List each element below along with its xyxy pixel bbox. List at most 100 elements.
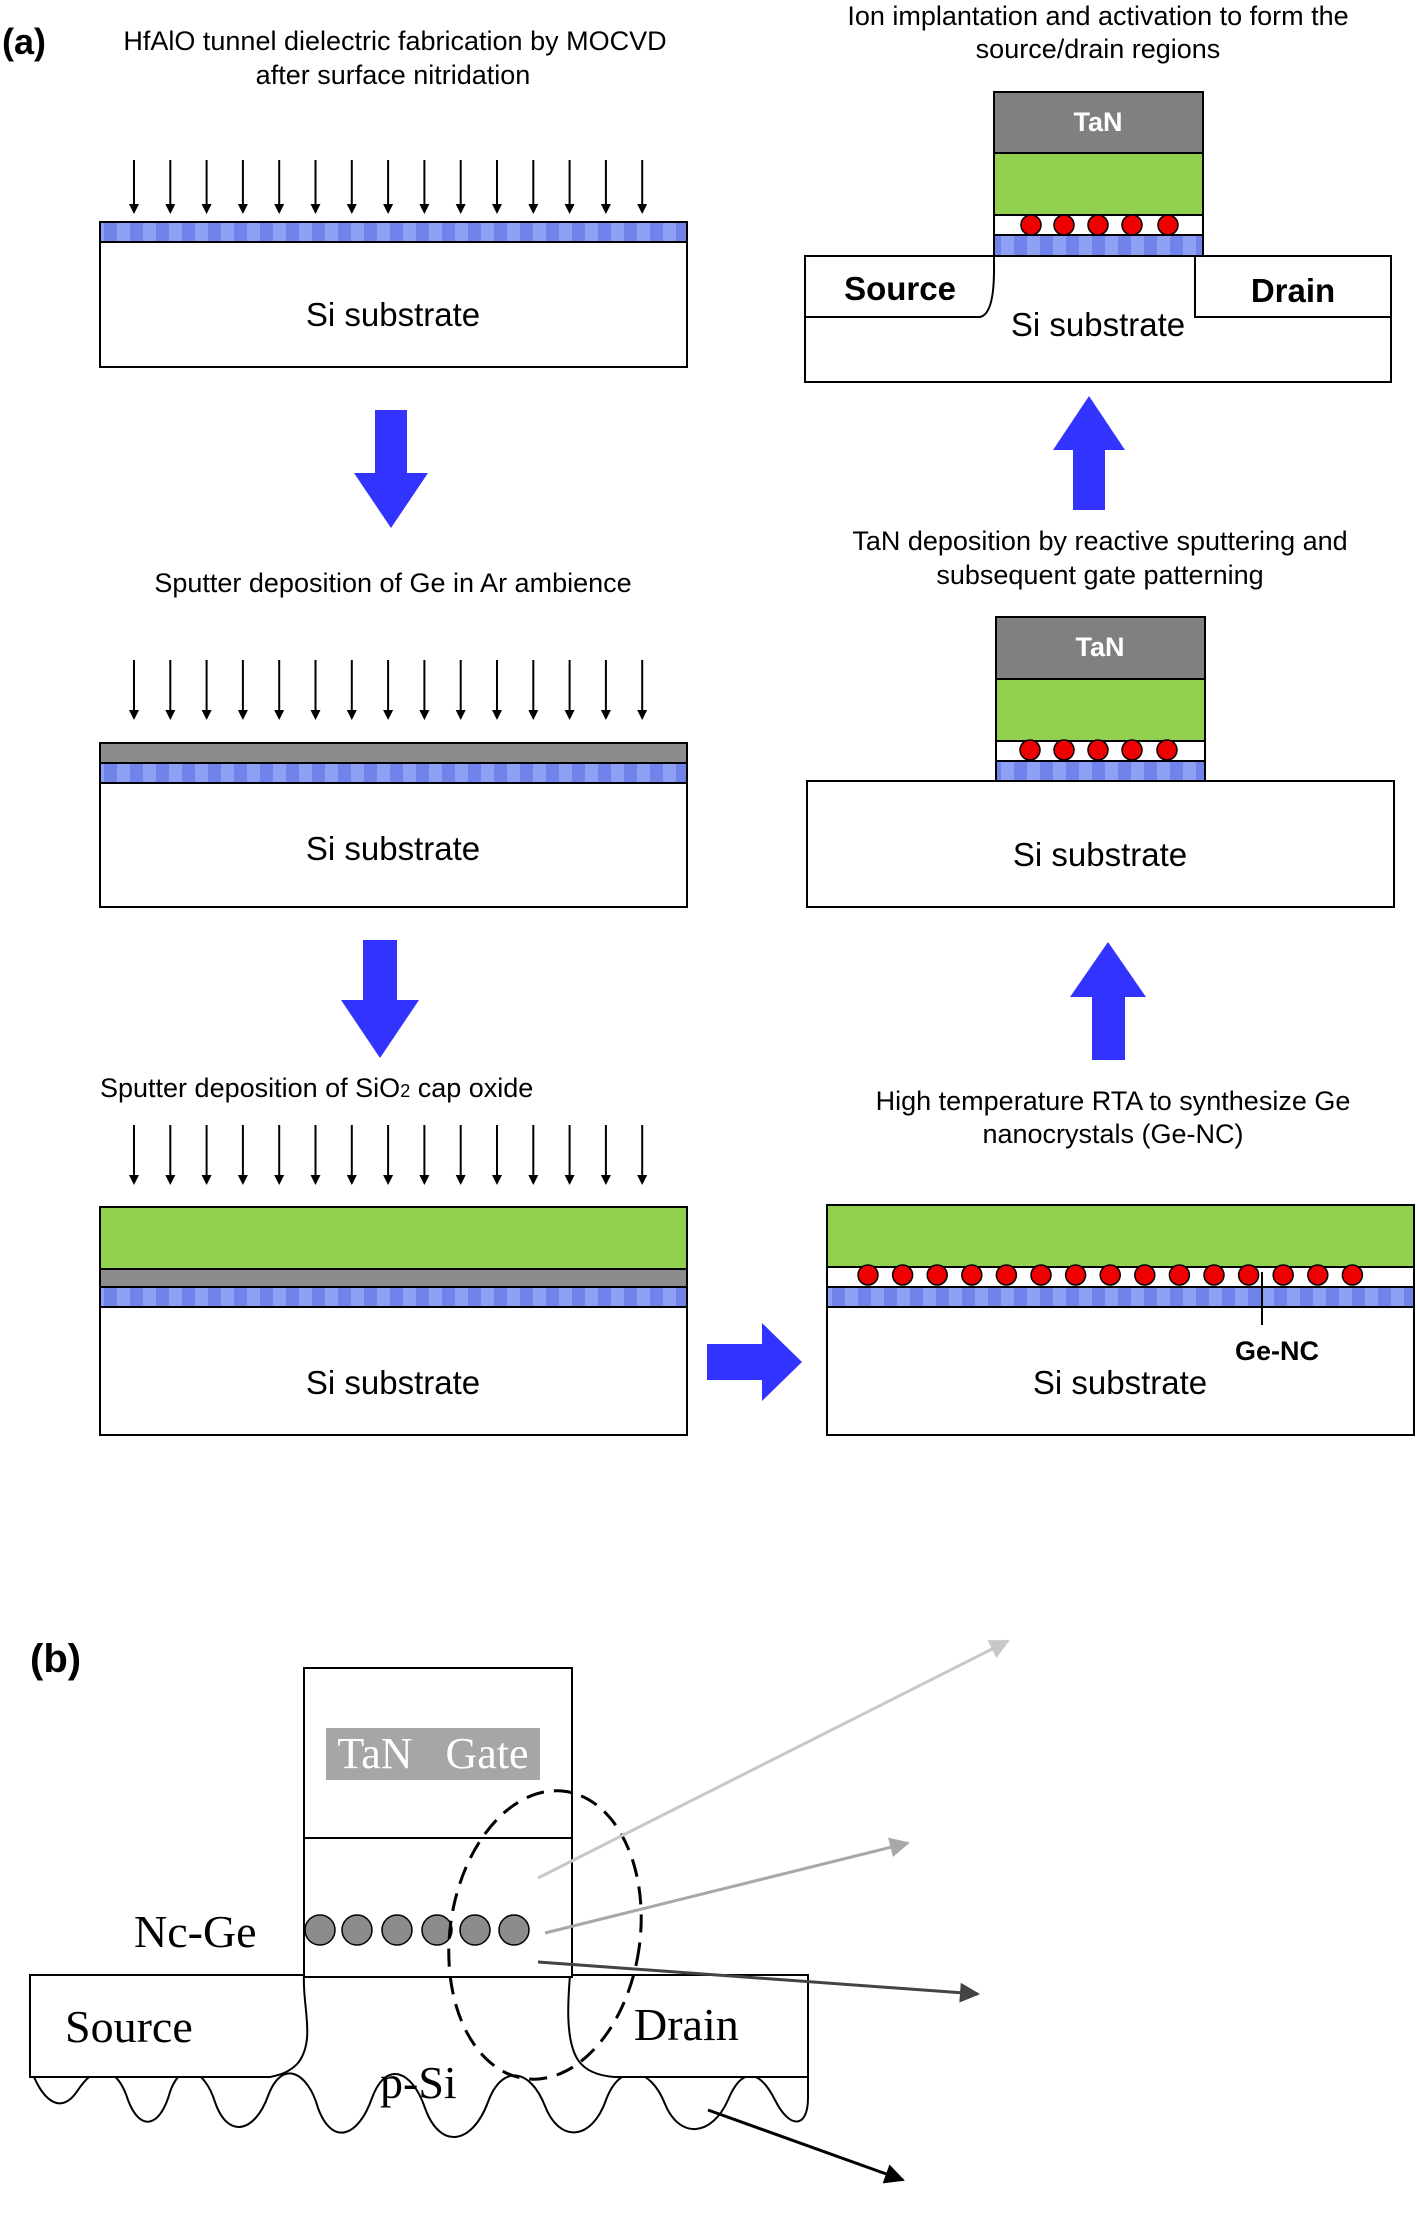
process-arrow-up-2 [1070,942,1146,1060]
step4-caption-line1: High temperature RTA to synthesize Ge [876,1086,1351,1116]
panel-a-label: (a) [2,21,46,62]
sio2-cap-step6 [993,152,1204,216]
zoom-arrow-2 [544,1837,910,1935]
process-arrow-down-1 [354,410,428,528]
step6-caption-line1: Ion implantation and activation to form … [847,1,1348,31]
drain-label-b: Drain [634,1999,739,2050]
tan-gate-label-b: TaN Gate [337,1729,528,1778]
p-si-label: p-Si [380,2057,457,2108]
nanocrystal-dot [1121,214,1143,236]
nanocrystal-dot [1168,1264,1191,1286]
nanocrystal-dot [1156,739,1178,761]
process-arrow-up-1 [1053,396,1125,510]
ge-nanocrystals-step6 [1020,214,1179,236]
si-substrate-step4 [826,1306,1415,1436]
ge-nanocrystals-step5 [1019,739,1178,761]
nc-ge-nanocrystals-b [304,1914,530,1946]
si-substrate-step5 [806,780,1395,908]
nanocrystal-dot [1019,739,1041,761]
sio2-cap-step5 [995,678,1206,742]
source-region-b [29,1974,309,2078]
nanocrystal-dot [857,1264,879,1286]
nanocrystal-dot [1341,1264,1364,1286]
step2-caption: Sputter deposition of Ge in Ar ambience [154,568,631,598]
source-label-b: Source [65,2001,193,2052]
nanocrystal-dot [961,1264,983,1286]
si-substrate-step1 [99,241,688,368]
nanocrystal-dot [498,1914,530,1946]
substrate-label-step2: Si substrate [306,830,480,867]
zoom-arrow-4 [707,2108,905,2184]
si-substrate-step3 [99,1306,688,1436]
nanocrystal-dot [1030,1264,1052,1286]
tan-label-step6: TaN [1073,107,1122,137]
step3-caption: Sputter deposition of SiO2 cap oxide [100,1073,533,1103]
tan-gate-step6 [993,91,1204,154]
nanocrystal-dot [1064,1264,1087,1286]
substrate-label-step1: Si substrate [306,296,480,333]
tan-gate-label-bg [326,1728,540,1780]
nanocrystal-dot [995,1264,1018,1286]
tunnel-oxide-layer [99,1286,688,1308]
step4-caption-line2: nanocrystals (Ge-NC) [982,1119,1243,1149]
tan-label-step5: TaN [1075,632,1124,662]
si-substrate-step2 [99,782,688,908]
step5-caption-line2: subsequent gate patterning [936,560,1263,590]
nanocrystal-dot [1053,214,1075,236]
tunnel-oxide-layer [99,221,688,243]
nanocrystal-dot [1053,739,1075,761]
drain-label-step6: Drain [1251,272,1335,309]
tunnel-oxide-layer [826,1286,1415,1308]
tunnel-oxide-step5 [995,760,1206,782]
drain-region-b [567,1974,809,2078]
substrate-label-step5: Si substrate [1013,836,1187,873]
nanocrystal-dot [1020,214,1042,236]
nanocrystal-dot [1087,214,1109,236]
ge-layer [99,742,688,764]
nanocrystal-dot [341,1914,373,1946]
nanocrystal-dot [421,1914,453,1946]
nanocrystal-dot [1203,1264,1225,1286]
step5-caption-line1: TaN deposition by reactive sputtering an… [852,526,1347,556]
panel-b-label: (b) [30,1637,81,1681]
sio2-cap-layer [826,1204,1415,1268]
process-arrow-right [707,1323,802,1401]
nanocrystal-dot [1272,1264,1294,1286]
nanocrystal-dot [1121,739,1143,761]
nanocrystal-dot [891,1264,914,1286]
tunnel-oxide-layer [99,762,688,784]
step1-caption-line2: after surface nitridation [256,60,531,90]
ge-nanocrystals-step4 [857,1264,1364,1286]
nanocrystal-dot [1157,214,1179,236]
source-region-step6 [804,255,995,318]
nanocrystal-dot [459,1914,491,1946]
nanocrystal-dot [926,1264,948,1286]
source-label-step6: Source [844,270,956,307]
step1-caption-line1: HfAlO tunnel dielectric fabrication by M… [123,26,666,56]
step6-caption-line2: source/drain regions [976,34,1221,64]
nanocrystal-dot [1134,1264,1156,1286]
genc-label: Ge-NC [1235,1336,1319,1366]
tan-gate-step5 [995,616,1206,680]
tunnel-oxide-step6 [993,234,1204,257]
nanocrystal-dot [304,1914,336,1946]
nanocrystal-dot [1099,1264,1121,1286]
nanocrystal-dot [1237,1264,1260,1286]
nanocrystal-dot [1307,1264,1329,1286]
substrate-label-step3: Si substrate [306,1364,480,1401]
implant-arrows-step2 [129,660,648,720]
implant-arrows-step1 [129,160,648,214]
zoom-arrow-1 [537,1639,1010,1880]
nc-ge-label: Nc-Ge [134,1906,257,1957]
substrate-label-step6: Si substrate [1011,306,1185,343]
highlight-ellipse [447,1789,643,2081]
ge-layer [99,1268,688,1288]
nanocrystal-dot [381,1914,413,1946]
implant-arrows-step3 [129,1125,648,1185]
process-arrow-down-2 [341,940,419,1058]
sio2-cap-layer [99,1206,688,1270]
zoom-arrow-3 [537,1960,980,2003]
gate-oxide-b [303,1837,573,1978]
substrate-label-step4: Si substrate [1033,1364,1207,1401]
